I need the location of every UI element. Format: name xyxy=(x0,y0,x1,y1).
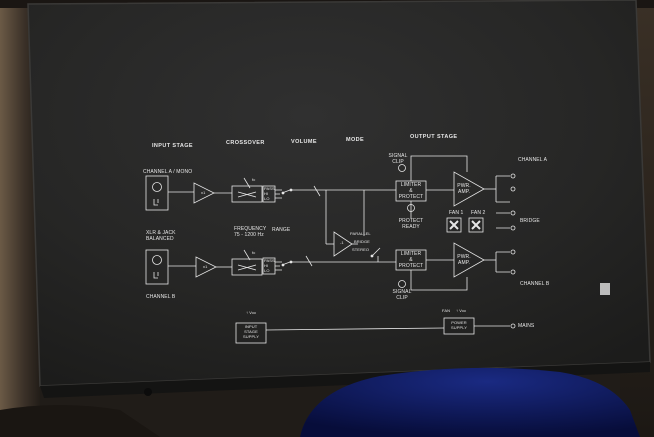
protect-line2: READY xyxy=(402,224,420,230)
input-buffer-b xyxy=(195,256,217,278)
input-a-jack-box xyxy=(145,175,169,211)
protect-line1: PROTECT xyxy=(398,218,424,224)
signal-clip-a-line2: CLIP xyxy=(392,159,404,165)
header-crossover: CROSSOVER xyxy=(226,140,265,146)
label-mains: MAINS xyxy=(518,323,535,329)
mains-terminal xyxy=(510,323,516,329)
foreground-shadow xyxy=(0,405,160,437)
mode-parallel: PARALLEL xyxy=(350,231,371,236)
pwr-amp-b-line1: PWR. xyxy=(457,254,471,260)
limiter-b-line2: & xyxy=(409,257,413,263)
gain-b-label: x1 xyxy=(203,264,208,269)
limiter-a-line3: PROTECT xyxy=(398,194,424,200)
gain-a-label: x1 xyxy=(201,190,206,195)
power-supply-line1: POWER xyxy=(451,320,467,325)
input-b-jack-box xyxy=(145,249,169,285)
input-buffer-a xyxy=(193,182,215,204)
power-vcc-label: ↑ Vcc xyxy=(456,308,467,313)
label-bridge-out: BRIDGE xyxy=(520,218,540,224)
signal-clip-b-line2: CLIP xyxy=(396,295,408,301)
label-xlr-jack: XLR & JACK xyxy=(146,230,176,236)
pwr-amp-a-line1: PWR. xyxy=(457,183,471,189)
fan2-label: FAN 2 xyxy=(471,210,486,216)
power-amp-a xyxy=(453,171,485,207)
switch-b-hi: HI xyxy=(264,263,269,268)
signal-clip-b-led xyxy=(398,280,406,288)
switch-a-lo: LO xyxy=(264,196,270,201)
power-amp-b xyxy=(453,242,485,278)
crossover-b-box xyxy=(231,258,263,276)
xlr-b-icon xyxy=(152,255,162,265)
limiter-a-line2: & xyxy=(409,188,413,194)
label-range: RANGE xyxy=(272,227,291,233)
mode-inverter xyxy=(333,231,353,257)
header-volume: VOLUME xyxy=(291,139,317,145)
jack-b-icon xyxy=(153,272,159,279)
panel-screw xyxy=(144,388,152,396)
mode-bridge: BRIDGE xyxy=(354,239,370,244)
blue-cloth xyxy=(300,367,640,437)
label-frequency-range: 75 - 1200 Hz xyxy=(234,232,264,238)
switch-b-lo: LO xyxy=(264,268,270,273)
crossover-a-box xyxy=(231,185,263,203)
label-channel-a-mono: CHANNEL A / MONO xyxy=(143,169,193,175)
fan1-icon xyxy=(449,220,459,230)
signal-clip-a-line1: SIGNAL xyxy=(388,153,408,159)
fan-supply-label: FAN xyxy=(442,308,451,313)
input-vcc-label: ↑ Vcc xyxy=(246,310,257,315)
signal-clip-b-line1: SIGNAL xyxy=(392,289,412,295)
label-balanced: BALANCED xyxy=(146,236,174,242)
mode-stereo: STEREO xyxy=(352,247,370,252)
crossover-a-adjust xyxy=(243,177,251,189)
header-input-stage: INPUT STAGE xyxy=(152,143,193,149)
mode-switch xyxy=(371,247,381,257)
volume-a-icon xyxy=(313,185,321,197)
metal-panel xyxy=(27,0,651,387)
switch-a-hi: HI xyxy=(264,191,269,196)
panel-sticker xyxy=(600,283,610,295)
inverter-label: -1 xyxy=(340,240,344,245)
label-frequency: FREQUENCY xyxy=(234,226,267,232)
fan1-box xyxy=(446,217,462,233)
fc-a-label: fc xyxy=(252,177,256,182)
input-supply-line3: SUPPLY xyxy=(242,334,260,339)
protect-led xyxy=(407,204,415,212)
limiter-b-line1: LIMITER xyxy=(400,251,422,257)
header-mode: MODE xyxy=(346,137,365,143)
switch-b-pass: PASS xyxy=(264,258,275,263)
pwr-amp-a-line2: AMP. xyxy=(458,189,470,195)
limiter-b-line3: PROTECT xyxy=(398,263,424,269)
label-channel-b-out: CHANNEL B xyxy=(520,281,550,287)
switch-a-pass: PASS xyxy=(264,186,275,191)
fan2-icon xyxy=(471,220,481,230)
input-supply-line2: STAGE xyxy=(244,329,258,334)
header-output-stage: OUTPUT STAGE xyxy=(410,134,458,140)
signal-clip-a-led xyxy=(398,164,406,172)
input-supply-box xyxy=(235,322,267,344)
fan1-label: FAN 1 xyxy=(449,210,464,216)
xlr-a-icon xyxy=(152,182,162,192)
label-channel-a-out: CHANNEL A xyxy=(518,157,548,163)
pwr-amp-b-line2: AMP. xyxy=(458,260,470,266)
volume-b-icon xyxy=(305,255,313,267)
jack-a-icon xyxy=(153,199,159,206)
crossover-b-icon xyxy=(237,264,257,271)
power-supply-line2: SUPPLY xyxy=(450,325,468,330)
fan2-box xyxy=(468,217,484,233)
fc-b-label: fc xyxy=(252,250,256,255)
label-channel-b: CHANNEL B xyxy=(146,294,176,300)
fan-icons xyxy=(449,220,481,230)
crossover-a-icon xyxy=(237,191,257,198)
crossover-b-adjust xyxy=(243,249,251,261)
limiter-a-line1: LIMITER xyxy=(400,182,422,188)
input-supply-line1: INPUT xyxy=(244,324,258,329)
block-diagram xyxy=(145,155,516,344)
